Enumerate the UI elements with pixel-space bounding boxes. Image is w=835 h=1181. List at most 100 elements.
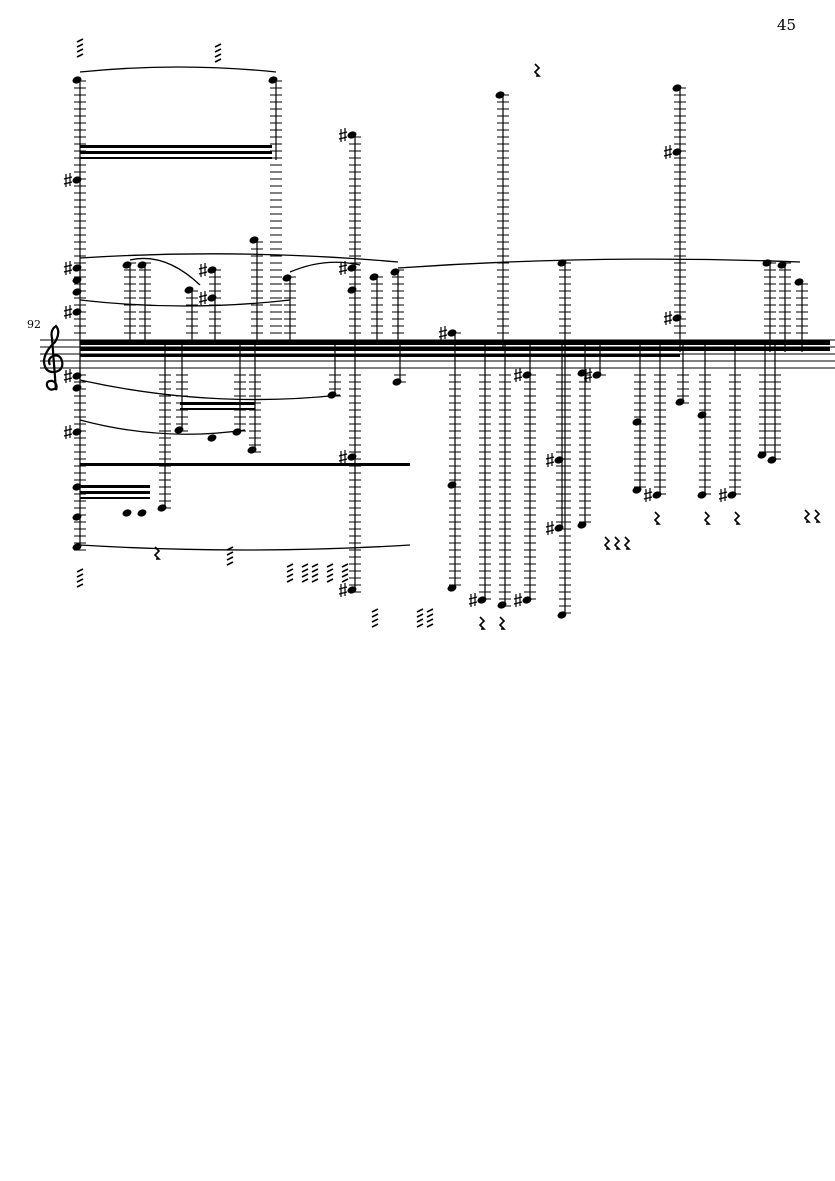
tremolo-mark xyxy=(301,568,309,573)
notehead xyxy=(554,456,564,464)
beam xyxy=(80,354,680,357)
notehead xyxy=(447,481,457,489)
sharp-icon xyxy=(63,173,73,187)
notehead xyxy=(207,266,217,274)
note-chord xyxy=(583,345,606,382)
rest-icon xyxy=(703,511,711,525)
rest-icon xyxy=(733,511,741,525)
notehead xyxy=(347,453,357,461)
tremolo-mark xyxy=(286,568,294,573)
note-chord xyxy=(137,261,151,517)
note-chord xyxy=(557,259,571,350)
notehead xyxy=(497,601,507,609)
tremolo-mark xyxy=(371,618,379,623)
notehead xyxy=(268,76,278,84)
sharp-icon xyxy=(338,128,348,142)
notehead xyxy=(652,491,662,499)
tremolo-mark xyxy=(301,578,309,583)
tremolo-mark xyxy=(286,578,294,583)
note-chord xyxy=(157,345,171,512)
sharp-icon xyxy=(63,369,73,383)
tremolo-mark xyxy=(286,573,294,578)
notehead xyxy=(72,513,82,521)
notehead xyxy=(157,504,167,512)
tremolo-mark xyxy=(214,58,222,63)
notehead xyxy=(672,314,682,322)
tremolo-mark xyxy=(416,608,424,613)
notehead xyxy=(632,418,642,426)
notehead xyxy=(72,76,82,84)
note-chord xyxy=(268,76,282,334)
rest-icon xyxy=(478,616,486,630)
rest-icon xyxy=(813,509,821,523)
note-chord xyxy=(438,326,461,592)
note-chord xyxy=(497,345,511,609)
notehead xyxy=(447,329,457,337)
beam xyxy=(80,151,272,154)
page-number: 45 xyxy=(777,16,797,34)
beam xyxy=(80,463,410,466)
notehead xyxy=(697,411,707,419)
beam xyxy=(180,408,255,410)
notehead xyxy=(207,294,217,302)
notehead xyxy=(72,308,82,316)
note-chord xyxy=(122,261,136,517)
note-chord xyxy=(495,91,509,350)
notehead xyxy=(232,428,242,436)
notehead xyxy=(390,268,400,276)
notehead xyxy=(247,446,257,454)
tie xyxy=(79,299,291,307)
note-chord xyxy=(663,84,686,352)
measure-number: 92 xyxy=(27,318,41,331)
tremolo-mark xyxy=(226,556,234,561)
tremolo-mark xyxy=(326,568,334,573)
notehead xyxy=(72,288,82,296)
notehead xyxy=(727,491,737,499)
notehead xyxy=(72,176,82,184)
tremolo-mark xyxy=(326,573,334,578)
tie xyxy=(79,253,399,263)
notehead xyxy=(554,524,564,532)
note-chord xyxy=(557,345,571,619)
tremolo-mark xyxy=(341,573,349,578)
beam xyxy=(80,497,150,499)
notehead xyxy=(675,398,685,406)
tremolo-mark xyxy=(416,613,424,618)
tremolo-mark xyxy=(301,573,309,578)
tremolo-mark xyxy=(416,623,424,628)
notehead xyxy=(72,483,82,491)
notehead xyxy=(347,286,357,294)
notehead xyxy=(249,236,259,244)
beam xyxy=(80,157,272,159)
sharp-icon xyxy=(545,521,555,535)
beam xyxy=(80,145,272,148)
notehead xyxy=(777,261,787,269)
note-chord xyxy=(675,345,689,406)
note-chord xyxy=(718,345,741,502)
notehead xyxy=(672,84,682,92)
tremolo-mark xyxy=(426,613,434,618)
note-chord xyxy=(390,268,404,345)
notehead xyxy=(577,521,587,529)
note-chord xyxy=(762,259,776,352)
rest-icon xyxy=(603,536,611,550)
tie xyxy=(397,258,801,269)
tremolo-mark xyxy=(311,578,319,583)
tie xyxy=(79,379,341,401)
note-chord xyxy=(247,345,261,454)
tremolo-mark xyxy=(214,53,222,58)
sharp-icon xyxy=(663,145,673,159)
notehead xyxy=(392,378,402,386)
note-chord xyxy=(794,278,808,352)
sharp-icon xyxy=(438,326,448,340)
rest-icon xyxy=(623,536,631,550)
notehead xyxy=(72,384,82,392)
sharp-icon xyxy=(545,453,555,467)
note-chord xyxy=(392,345,406,386)
notehead xyxy=(72,276,82,284)
sharp-icon xyxy=(513,368,523,382)
rests xyxy=(76,38,821,630)
tremolo-mark xyxy=(76,573,84,578)
note-chord xyxy=(174,345,188,434)
notehead xyxy=(632,486,642,494)
